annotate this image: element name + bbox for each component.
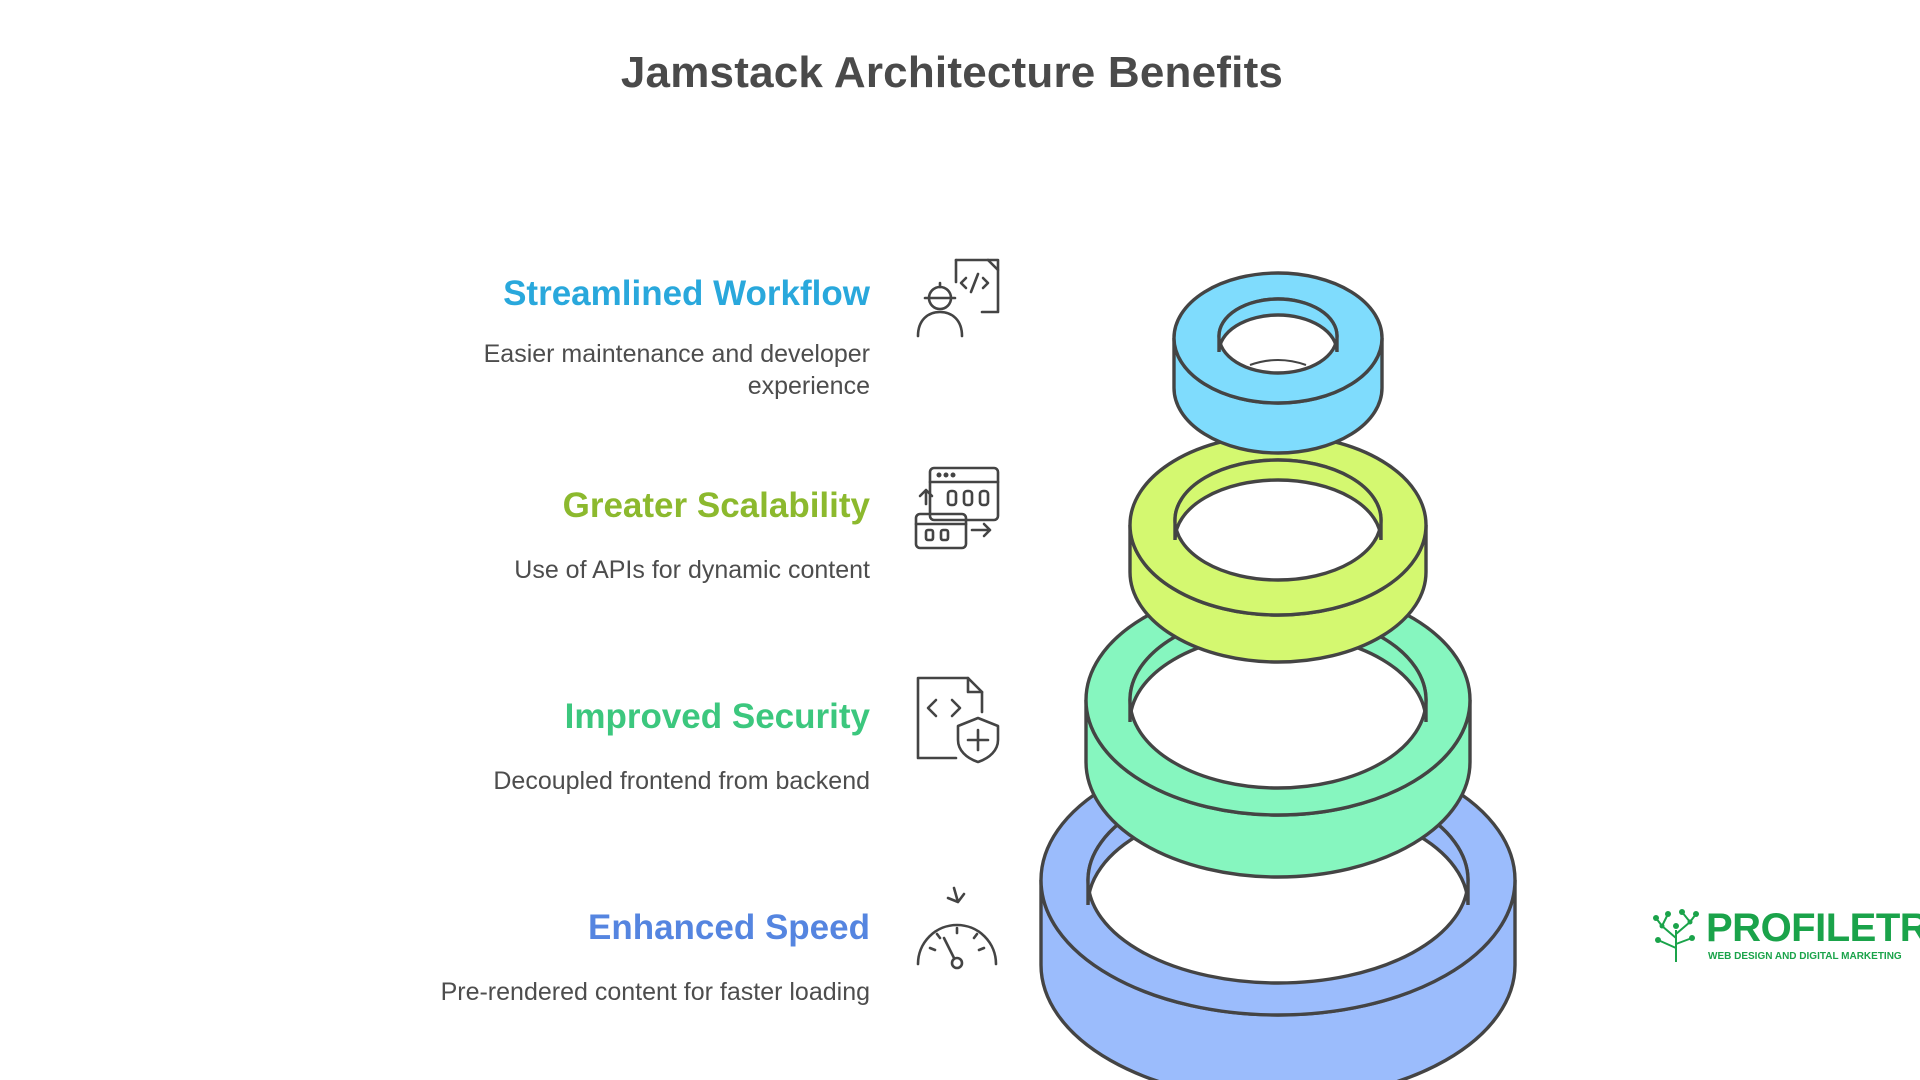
- api-data-flow-icon: [912, 464, 1002, 554]
- benefit-title-security: Improved Security: [564, 697, 870, 736]
- tree-logo-icon: [1653, 909, 1699, 962]
- benefit-title-scalability: Greater Scalability: [562, 486, 870, 525]
- ring-workflow: [1172, 271, 1384, 455]
- benefit-desc-speed: Pre-rendered content for faster loading: [440, 978, 870, 1006]
- logo-tagline: WEB DESIGN AND DIGITAL MARKETING: [1708, 951, 1902, 962]
- benefit-title-workflow: Streamlined Workflow: [503, 274, 870, 313]
- code-file-shield-icon: [912, 674, 1002, 764]
- benefit-title-speed: Enhanced Speed: [587, 908, 870, 947]
- developer-code-icon: [912, 252, 1002, 342]
- profiletree-logo: PROFILETREE WEB DESIGN AND DIGITAL MARKE…: [1648, 904, 1920, 968]
- page-title: Jamstack Architecture Benefits: [620, 48, 1284, 97]
- speedometer-icon: [912, 884, 1002, 974]
- benefit-desc-workflow: Easier maintenance and developer experie…: [483, 340, 870, 400]
- benefit-desc-scalability: Use of APIs for dynamic content: [514, 556, 870, 584]
- ring-security: [1084, 583, 1472, 879]
- logo-name: PROFILETREE: [1706, 906, 1920, 950]
- benefit-desc-security: Decoupled frontend from backend: [493, 767, 870, 795]
- ring-scalability: [1128, 433, 1428, 664]
